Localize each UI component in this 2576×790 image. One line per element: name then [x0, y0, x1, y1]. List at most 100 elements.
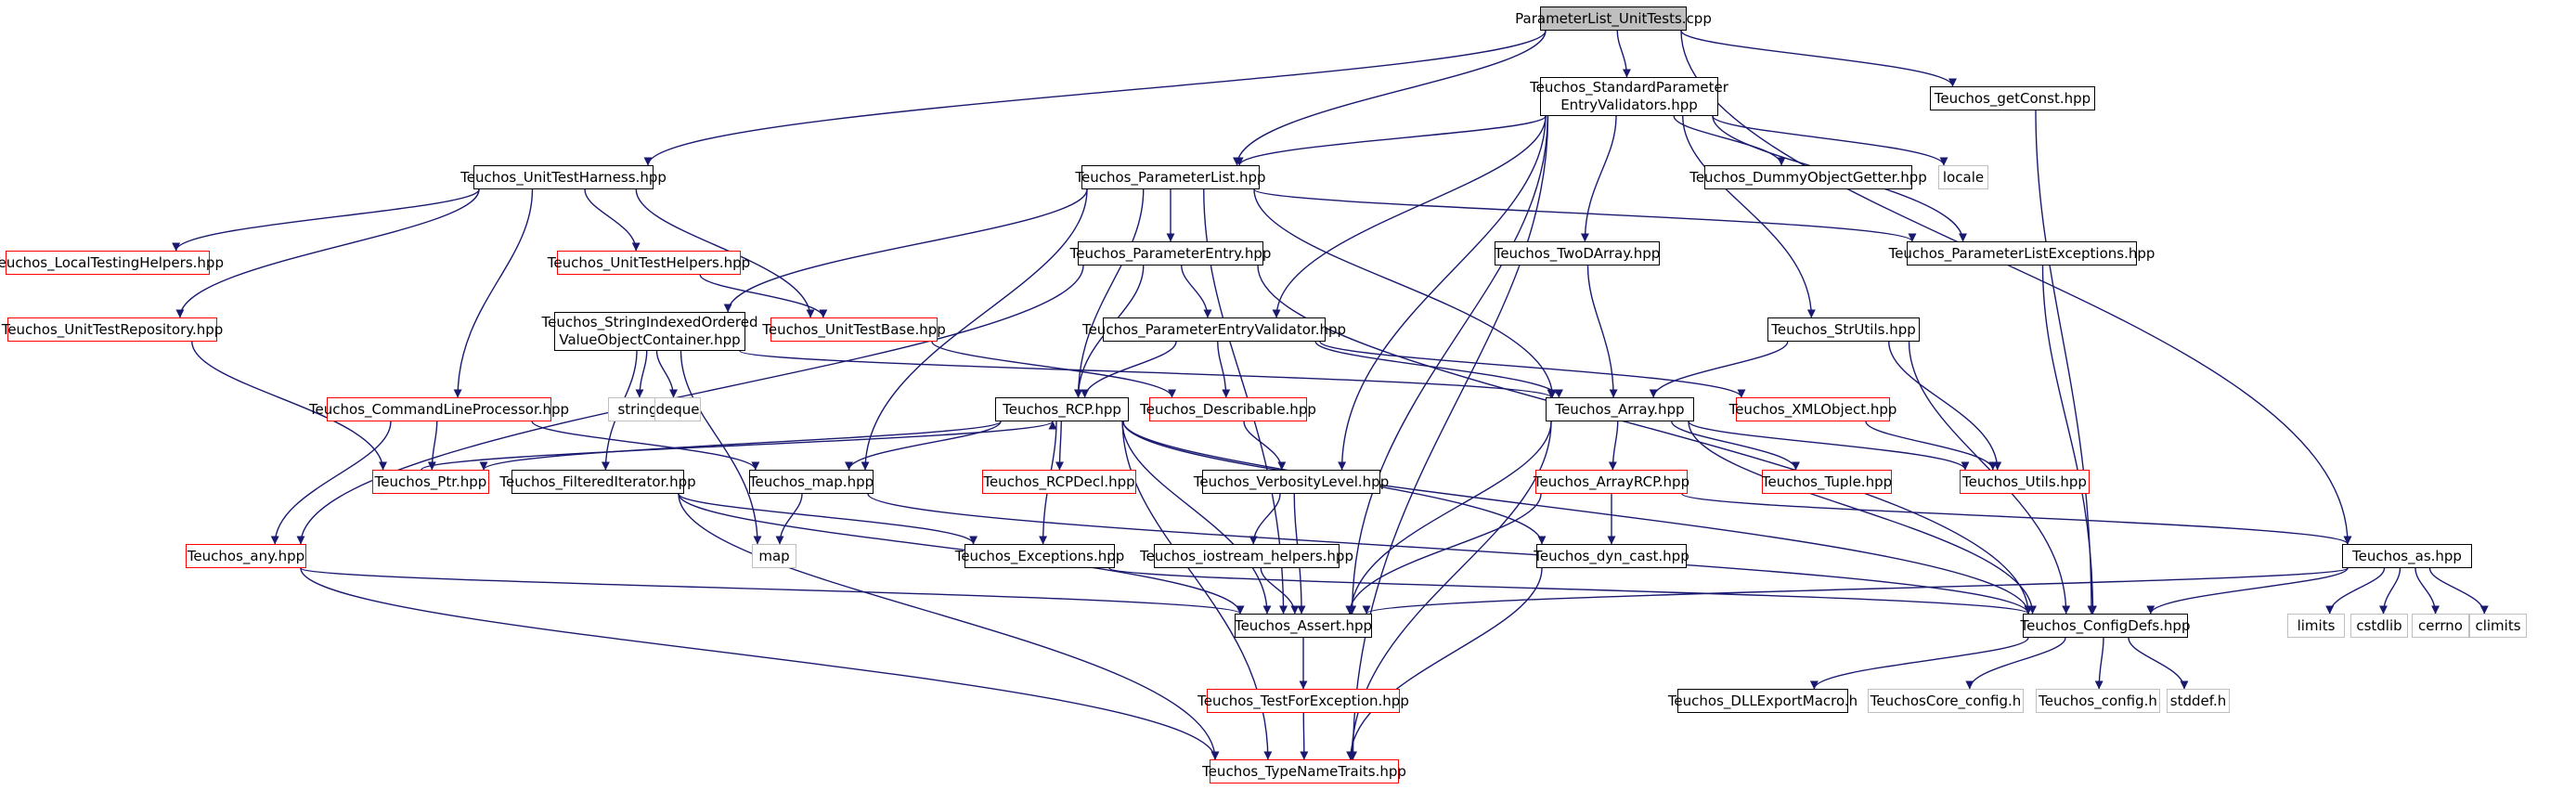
- node-locale: locale: [1938, 165, 1988, 189]
- node-sio[interactable]: Teuchos_StringIndexedOrdered ValueObject…: [542, 312, 758, 351]
- node-stdmap: map: [752, 544, 796, 568]
- node-pe[interactable]: Teuchos_ParameterEntry.hpp: [1070, 241, 1271, 265]
- edge-getConst-to-cfg: [2035, 110, 2096, 615]
- node-dyn[interactable]: Teuchos_dyn_cast.hpp: [1534, 544, 1689, 568]
- node-utils[interactable]: Teuchos_Utils.hpp: [1960, 470, 2090, 494]
- node-desc[interactable]: Teuchos_Describable.hpp: [1140, 397, 1316, 421]
- edge-fi-to-assert: [678, 493, 1245, 615]
- edge-desc-to-vl: [1243, 421, 1287, 471]
- node-strutils[interactable]: Teuchos_StrUtils.hpp: [1767, 317, 1920, 342]
- edge-pl-to-rcp: [1074, 188, 1145, 398]
- node-arcp[interactable]: Teuchos_ArrayRCP.hpp: [1534, 470, 1689, 494]
- node-tconf: Teuchos_config.h: [2036, 689, 2160, 713]
- node-ltu[interactable]: Teuchos_LocalTestingHelpers.hpp: [0, 251, 224, 275]
- edge-strutils-to-utils: [1888, 341, 2002, 471]
- node-rcpdecl[interactable]: Teuchos_RCPDecl.hpp: [982, 470, 1136, 494]
- edge-root-to-sev: [1616, 30, 1631, 78]
- node-uth[interactable]: Teuchos_UnitTestHarness.hpp: [460, 165, 667, 189]
- edge-uth-to-utb: [635, 188, 815, 318]
- edge-array-to-utils: [1688, 421, 1970, 471]
- node-rcp[interactable]: Teuchos_RCP.hpp: [995, 397, 1129, 421]
- edge-map-to-cfg: [867, 493, 2033, 615]
- node-pl[interactable]: Teuchos_ParameterList.hpp: [1075, 165, 1266, 189]
- edge-pl-to-map: [861, 188, 1088, 471]
- edge-array-to-assert: [1346, 421, 1552, 615]
- edge-xml-to-utils: [1865, 421, 1998, 471]
- edge-sev-to-dog: [1673, 115, 1786, 166]
- edge-pl-to-array: [1253, 188, 1557, 398]
- node-map[interactable]: Teuchos_map.hpp: [749, 470, 874, 494]
- edge-fi-to-exc: [678, 493, 977, 545]
- edge-dyn-to-tnt: [1346, 567, 1543, 760]
- edge-sev-to-vl: [1338, 115, 1547, 471]
- edge-sev-to-pev: [1272, 115, 1547, 318]
- node-getConst[interactable]: Teuchos_getConst.hpp: [1930, 86, 2095, 110]
- edge-fi-to-tnt: [678, 493, 1220, 760]
- node-uthelp[interactable]: Teuchos_UnitTestHelpers.hpp: [548, 251, 750, 275]
- edge-rcp-to-assert: [1121, 421, 1272, 615]
- node-vl[interactable]: Teuchos_VerbosityLevel.hpp: [1194, 470, 1389, 494]
- edge-pev-to-xml: [1319, 341, 1746, 398]
- node-tnt[interactable]: Teuchos_TypeNameTraits.hpp: [1202, 759, 1406, 784]
- edge-strutils-to-array: [1649, 341, 1789, 398]
- edge-utr-to-ptr: [191, 341, 388, 471]
- edge-pl-to-ple: [1253, 188, 1917, 242]
- edge-pev-to-rcp: [1081, 341, 1177, 398]
- node-fi[interactable]: Teuchos_FilteredIterator.hpp: [499, 470, 696, 494]
- node-sev[interactable]: Teuchos_StandardParameter EntryValidator…: [1530, 77, 1728, 116]
- edge-as-to-assert: [1362, 567, 2349, 615]
- node-utb[interactable]: Teuchos_UnitTestBase.hpp: [762, 317, 946, 342]
- node-ioh[interactable]: Teuchos_iostream_helpers.hpp: [1140, 544, 1353, 568]
- edge-strutils-to-cfg: [1908, 341, 2071, 615]
- edge-any-to-tnt: [300, 567, 1220, 760]
- edge-utb-to-desc: [931, 341, 1176, 398]
- node-tuple[interactable]: Teuchos_Tuple.hpp: [1762, 470, 1892, 494]
- edge-root-to-pl: [1233, 30, 1547, 166]
- edge-pe-to-pev: [1181, 265, 1212, 318]
- node-dll[interactable]: Teuchos_DLLExportMacro.h: [1668, 689, 1858, 713]
- edge-arcp-to-as: [1681, 493, 2352, 545]
- edge-ioh-to-assert: [1260, 567, 1300, 615]
- edge-root-to-as: [1680, 30, 2352, 545]
- node-xml[interactable]: Teuchos_XMLObject.hpp: [1729, 397, 1896, 421]
- node-as[interactable]: Teuchos_as.hpp: [2342, 544, 2472, 568]
- node-deque: deque: [654, 397, 701, 421]
- edge-array-to-cfg: [1688, 421, 2038, 615]
- edge-rcp-to-ptr: [479, 421, 1002, 471]
- node-any[interactable]: Teuchos_any.hpp: [186, 544, 306, 568]
- edge-cfg-to-dll: [1809, 637, 2029, 690]
- node-cfg[interactable]: Teuchos_ConfigDefs.hpp: [2021, 614, 2190, 638]
- edge-clp-to-any: [270, 421, 392, 545]
- edge-as-to-cerrno: [2414, 567, 2440, 615]
- edge-tda-to-array: [1586, 265, 1618, 398]
- edge-as-to-cfg: [2146, 567, 2349, 615]
- node-utr[interactable]: Teuchos_UnitTestRepository.hpp: [2, 317, 223, 342]
- node-ptr[interactable]: Teuchos_Ptr.hpp: [372, 470, 489, 494]
- node-tfe[interactable]: Teuchos_TestForException.hpp: [1197, 689, 1409, 713]
- node-pev[interactable]: Teuchos_ParameterEntryValidator.hpp: [1082, 317, 1346, 342]
- edge-sio-to-array: [739, 350, 1556, 398]
- edge-clp-to-ptr: [427, 421, 438, 471]
- node-assert[interactable]: Teuchos_Assert.hpp: [1235, 614, 1372, 638]
- node-ple[interactable]: Teuchos_ParameterListExceptions.hpp: [1889, 241, 2155, 265]
- edge-uth-to-clp: [453, 188, 534, 398]
- node-tda[interactable]: Teuchos_TwoDArray.hpp: [1495, 241, 1660, 265]
- node-root[interactable]: ParameterList_UnitTests.cpp: [1515, 6, 1712, 31]
- edge-exc-to-cfg: [1108, 567, 2033, 615]
- edge-sio-to-string: [635, 350, 648, 398]
- node-tcc: TeuchosCore_config.h: [1868, 689, 2024, 713]
- node-clp[interactable]: Teuchos_CommandLineProcessor.hpp: [309, 397, 569, 421]
- node-dog[interactable]: Teuchos_DummyObjectGetter.hpp: [1689, 165, 1927, 189]
- edge-ple-to-cfg: [2041, 265, 2097, 615]
- edge-rcp-to-rcpdecl: [1055, 421, 1064, 471]
- edge-pev-to-desc: [1217, 341, 1231, 398]
- edge-rcp-to-cfg: [1122, 421, 2033, 615]
- edge-map-to-stdmap: [775, 493, 803, 545]
- edge-any-to-assert: [300, 567, 1245, 615]
- node-stddef: stddef.h: [2167, 689, 2230, 713]
- node-exc[interactable]: Teuchos_Exceptions.hpp: [955, 544, 1124, 568]
- node-limits: limits: [2287, 614, 2345, 638]
- node-array[interactable]: Teuchos_Array.hpp: [1546, 397, 1694, 421]
- edge-as-to-limits: [2325, 567, 2386, 615]
